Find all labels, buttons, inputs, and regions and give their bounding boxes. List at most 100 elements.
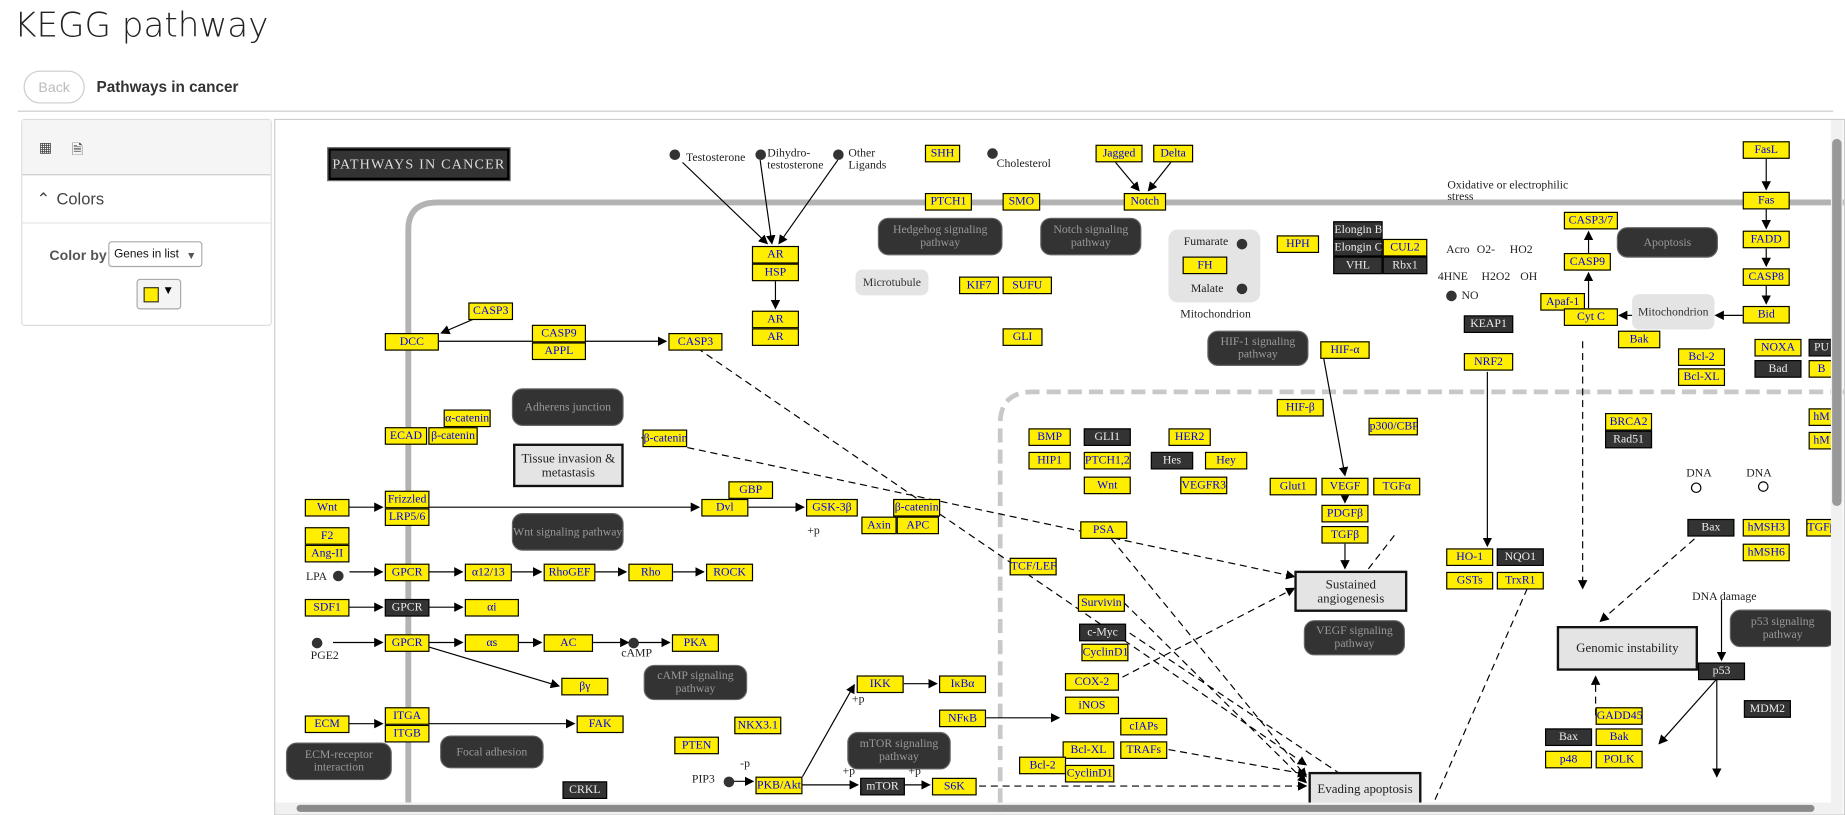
gene-keap1[interactable]: KEAP1 — [1463, 315, 1514, 334]
gene-dcc[interactable]: DCC — [384, 333, 439, 351]
gene-kif7[interactable]: KIF7 — [959, 276, 1000, 295]
gene-s6k[interactable]: S6K — [931, 777, 977, 796]
gene-bax[interactable]: Bax — [1545, 728, 1593, 747]
gene-pu[interactable]: PU — [1808, 338, 1835, 357]
pathway-link-wnt-signaling-pathway[interactable]: Wnt signaling pathway — [511, 513, 624, 551]
compound-dot[interactable] — [669, 149, 681, 161]
gene-rho[interactable]: Rho — [628, 563, 674, 582]
gene-jagged[interactable]: Jagged — [1095, 144, 1143, 163]
gene-nkx3-1[interactable]: NKX3.1 — [734, 716, 782, 735]
gene-wnt[interactable]: Wnt — [1083, 476, 1131, 495]
phenotype-tissue-invasion-metastasis[interactable]: Tissue invasion & metastasis — [513, 443, 624, 488]
gene-ac[interactable]: AC — [543, 634, 594, 652]
gene-ar[interactable]: AR — [751, 328, 799, 346]
gene-p48[interactable]: p48 — [1545, 750, 1593, 769]
gene-pkb-akt[interactable]: PKB/Akt — [755, 776, 803, 795]
gene-sufu[interactable]: SUFU — [1002, 276, 1052, 295]
compound-dot[interactable] — [311, 637, 323, 649]
gene-i-b[interactable]: IκBα — [939, 675, 987, 694]
gene-casp8[interactable]: CASP8 — [1742, 268, 1790, 286]
gene-i[interactable]: αi — [464, 598, 519, 617]
gene-12-13[interactable]: α12/13 — [464, 563, 512, 582]
gene-hip1[interactable]: HIP1 — [1028, 451, 1071, 470]
gene-catenin[interactable]: β-catenin — [893, 498, 941, 517]
gene-tgf[interactable]: TGFβ — [1321, 525, 1369, 544]
gene-hm[interactable]: hM — [1808, 431, 1835, 450]
gene-shh[interactable]: SHH — [924, 144, 961, 163]
gene-catenin[interactable]: β-catenin — [428, 427, 478, 445]
pathway-link-camp-signaling-pathway[interactable]: cAMP signaling pathway — [643, 664, 748, 701]
pathway-link-mtor-signaling-pathway[interactable]: mTOR signaling pathway — [847, 731, 951, 770]
gene-gli[interactable]: GLI — [1002, 328, 1043, 346]
compound-dot[interactable] — [755, 149, 767, 161]
gene-gpcr[interactable]: GPCR — [384, 598, 430, 617]
compound-dot[interactable] — [987, 148, 998, 159]
gene-fh[interactable]: FH — [1182, 256, 1228, 275]
pathway-link-ecm-receptor-interaction[interactable]: ECM-receptor interaction — [285, 742, 392, 781]
gene-catenin[interactable]: α-catenin — [443, 409, 491, 428]
gene-tcf-lef[interactable]: TCF/LEF — [1009, 557, 1057, 576]
scroll-thumb[interactable] — [1832, 138, 1842, 506]
gene-cyclind1[interactable]: CyclinD1 — [1081, 643, 1129, 662]
gene-ar[interactable]: AR — [751, 310, 799, 329]
gene-mdm2[interactable]: MDM2 — [1743, 700, 1791, 718]
gene-rad51[interactable]: Rad51 — [1605, 430, 1653, 449]
gene-tgf-r[interactable]: TGFβR — [1806, 518, 1835, 537]
gene-ikk[interactable]: IKK — [856, 675, 904, 694]
gene-bid[interactable]: Bid — [1742, 305, 1790, 324]
gene-apc[interactable]: APC — [896, 516, 940, 535]
gene-sdf1[interactable]: SDF1 — [304, 598, 350, 617]
gene-inos[interactable]: iNOS — [1064, 696, 1120, 715]
gene-hes[interactable]: Hes — [1150, 451, 1194, 470]
gene-casp3[interactable]: CASP3 — [468, 302, 514, 321]
gene-cul2[interactable]: CUL2 — [1382, 238, 1428, 257]
gene-f2[interactable]: F2 — [304, 527, 350, 545]
gene-rhogef[interactable]: RhoGEF — [543, 563, 596, 582]
gene-cyclind1[interactable]: CyclinD1 — [1064, 764, 1115, 783]
gene-delta[interactable]: Delta — [1153, 144, 1194, 163]
organelle-microtubule[interactable]: Microtubule — [855, 269, 929, 296]
color-swatch-picker[interactable]: ▼ — [136, 278, 182, 310]
phenotype-sustained-angiogenesis[interactable]: Sustained angiogenesis — [1294, 570, 1408, 612]
gene-hmsh6[interactable]: hMSH6 — [1742, 543, 1790, 562]
gene-hif[interactable]: HIF-α — [1320, 341, 1370, 359]
gene-crkl[interactable]: CRKL — [562, 781, 608, 799]
gene-gsts[interactable]: GSTs — [1446, 571, 1494, 590]
gene-fak[interactable]: FAK — [576, 715, 624, 734]
gene-hph[interactable]: HPH — [1276, 235, 1320, 253]
pathway-link-focal-adhesion[interactable]: Focal adhesion — [440, 735, 544, 769]
phenotype-evading-apoptosis[interactable]: Evading apoptosis — [1308, 771, 1422, 808]
gene-vegfr3[interactable]: VEGFR3 — [1180, 476, 1228, 495]
compound-dot[interactable] — [723, 776, 735, 788]
gene-notch[interactable]: Notch — [1123, 192, 1167, 211]
gene-bcl-xl[interactable]: Bcl-XL — [1677, 368, 1726, 386]
gene-ar[interactable]: AR — [751, 245, 799, 264]
gene-s[interactable]: αs — [464, 634, 519, 652]
gene-hsp[interactable]: HSP — [751, 263, 799, 282]
gene-fadd[interactable]: FADD — [1742, 230, 1790, 249]
gene-axin[interactable]: Axin — [861, 516, 897, 535]
gene-hm[interactable]: hM — [1808, 408, 1835, 426]
colors-section-toggle[interactable]: ⌃ Colors — [22, 175, 271, 224]
gene-appl[interactable]: APPL — [531, 342, 586, 361]
gene-noxa[interactable]: NOXA — [1754, 338, 1802, 357]
horizontal-scrollbar[interactable] — [275, 802, 1831, 815]
gene-elongin-b[interactable]: Elongin B — [1333, 221, 1383, 239]
gene-apaf-1[interactable]: Apaf-1 — [1540, 292, 1586, 311]
dna-node[interactable] — [1690, 482, 1702, 494]
export-file-icon[interactable]: 🗎 — [71, 141, 84, 158]
pathway-link-adherens-junction[interactable]: Adherens junction — [511, 388, 624, 426]
compound-dot[interactable] — [333, 570, 344, 582]
phenotype-genomic-instability[interactable]: Genomic instability — [1556, 626, 1698, 671]
gene-psa[interactable]: PSA — [1080, 521, 1128, 539]
gene-smo[interactable]: SMO — [1002, 192, 1041, 211]
back-button[interactable]: Back — [23, 70, 85, 104]
gene-casp9[interactable]: CASP9 — [1563, 252, 1611, 271]
gene-itga[interactable]: ITGA — [384, 707, 430, 725]
gene-ecad[interactable]: ECAD — [384, 427, 428, 445]
gene-nrf2[interactable]: NRF2 — [1463, 353, 1514, 371]
gene-mtor[interactable]: mTOR — [860, 777, 905, 796]
gene-ho-1[interactable]: HO-1 — [1446, 548, 1494, 566]
gene-bad[interactable]: Bad — [1754, 360, 1802, 378]
gene-lrp5-6[interactable]: LRP5/6 — [384, 508, 430, 526]
